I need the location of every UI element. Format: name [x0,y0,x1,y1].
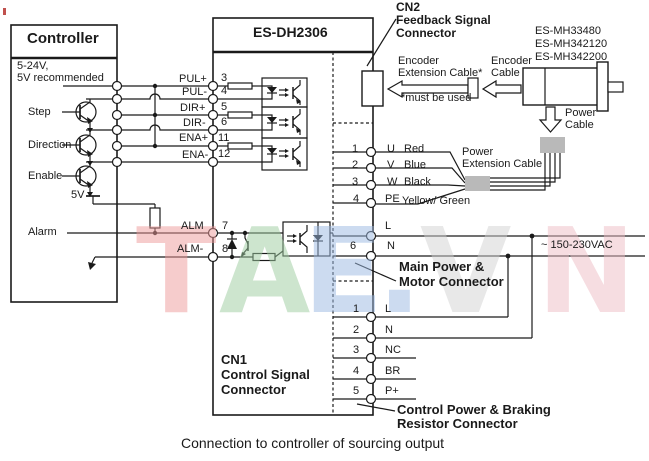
cn2-label-line3: Connector [396,26,456,40]
pin-number: 3 [353,344,360,356]
terminal-circles [111,80,377,405]
power-cable-arrow [538,106,563,133]
controller-internals [62,85,208,270]
driver-title: ES-DH2306 [253,24,328,40]
alarm-output-circuit [218,221,333,262]
brake-connector-title-line1: Control Power & Braking [397,402,551,417]
optocoupler-dir [218,106,308,139]
pin-number: 4 [353,365,360,377]
pin-label-l: L [385,220,392,232]
main-connector-title-line1: Main Power & [399,259,485,274]
encoder-cable-line1: Encoder [491,55,532,67]
alarm-pin-label: ALM [181,220,204,232]
signal-label-ena-plus: ENA+ [179,132,209,144]
controller-title: Controller [27,30,99,47]
signal-label-dir-plus: DIR+ [180,102,206,114]
optocoupler-ena [218,137,308,171]
cn2-label-line2: Feedback Signal [396,13,491,27]
ground-arrow [88,256,96,270]
pin-number: 1 [352,143,359,155]
alarm-label: Alarm [28,226,57,238]
supply-note-line2: 5V recommended [17,72,104,84]
pin-number: 5 [353,385,360,397]
pin-label-n: N [387,240,395,252]
cn1-label-line3: Connector [221,382,286,397]
pin-number: 8 [222,243,229,255]
ac-voltage-label: ~ 150-230VAC [541,239,613,251]
pin-number: 2 [352,159,359,171]
diagram-caption: Connection to controller of sourcing out… [181,435,445,451]
red-speck [3,8,6,15]
motor-model-3: ES-MH342200 [535,51,608,63]
pin-label-u: U [387,143,395,155]
signal-wires [86,86,208,163]
wire-color-red: Red [404,143,425,155]
transistor-step [62,99,97,133]
pin-number: 1 [353,303,360,315]
transistor-enable [62,162,97,197]
v5-label: 5V [71,189,85,201]
signal-label-dir-minus: DIR- [183,117,206,129]
pin-number: 7 [222,220,229,232]
pin-label-l2: L [385,303,392,315]
cn1-label-line2: Control Signal [221,367,310,382]
encoder-chain [361,18,522,107]
pin-label-p-plus: P+ [385,385,399,397]
encoder-ext-note: *must be used [401,92,472,104]
encoder-cable-line2: Cable [491,67,520,79]
alarm-pin-label: ALM- [177,243,204,255]
signal-label-ena-minus: ENA- [182,149,209,161]
input-label-enable: Enable [28,170,63,182]
pin-number: 3 [221,72,228,84]
motor-model-2: ES-MH342120 [535,38,608,50]
main-connector-title-line2: Motor Connector [399,274,504,289]
main-power-wiring [333,151,645,338]
pin-label-nc: NC [385,344,401,356]
optocoupler-pul [218,77,308,108]
junction-dots [152,83,535,260]
pin-number: 12 [218,148,231,160]
power-ext-cable-line2: Extension Cable [462,158,543,170]
brake-connector-title-line2: Resistor Connector [397,416,518,431]
pin-number: 6 [221,116,228,128]
encoder-ext-cable-line1: Encoder [398,55,439,67]
wire-color-yellow-green: Yellow/ Green [402,195,471,207]
pin-label-br: BR [385,365,401,377]
cn2-label-line1: CN2 [396,0,421,14]
pin-number: 3 [352,176,359,188]
brake-connector-wiring [333,316,532,400]
signal-label-pul-plus: PUL+ [179,73,207,85]
power-ext-cable-line1: Power [462,146,494,158]
pin-label-v: V [387,159,395,171]
pin-number: 5 [221,101,228,113]
pullup-resistor [86,195,161,233]
motor-model-1: ES-MH33480 [535,25,602,37]
pin-number: 4 [353,193,360,205]
power-cable-line2: Cable [565,119,594,131]
pin-number: 6 [350,240,357,252]
pin-number: 2 [353,324,360,336]
input-label-step: Step [28,106,51,118]
pin-number: 4 [221,85,228,97]
pin-number: 11 [218,132,230,144]
pin-label-pe: PE [385,193,400,205]
cn1-label-line1: CN1 [221,352,248,367]
supply-note-line1: 5-24V, [17,60,49,72]
pin-label-w: W [387,176,398,188]
motor-drawing [522,61,624,133]
power-cable-line1: Power [565,107,597,119]
wire-color-black: Black [404,176,431,188]
input-label-direction: Direction [28,139,72,151]
leader-lines [354,262,397,412]
signal-label-pul-minus: PUL- [182,86,208,98]
pin-label-n2: N [385,324,393,336]
wire-color-blue: Blue [404,159,427,171]
encoder-ext-cable-line2: Extension Cable* [398,67,483,79]
cable-blocks [465,137,565,191]
